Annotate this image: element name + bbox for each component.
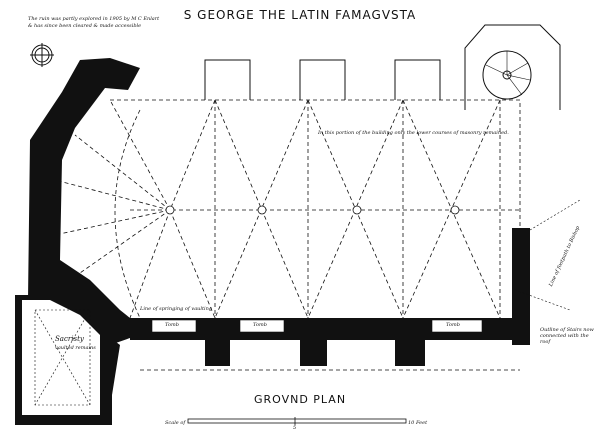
tomb-label: Tomb [165, 322, 179, 328]
note-line-2: & has since been cleared & made accessib… [28, 23, 142, 29]
masonry-note: In this portion of the building only the… [318, 130, 509, 136]
walls [15, 58, 530, 425]
drawing-title: S GEORGE THE LATIN FAMAGVSTA [183, 8, 417, 22]
springing-note: Line of springing of vaulting [140, 306, 213, 312]
compass-icon [30, 43, 54, 67]
scale-bar [187, 417, 407, 425]
tomb-label: Tomb [253, 322, 267, 328]
sacristy-sub-label: vaulted remains [55, 345, 96, 351]
scale-left-label: Scale of [165, 420, 186, 426]
north-buttresses [204, 59, 441, 100]
sacristy-label: Sacristy [55, 335, 84, 343]
stair-tower [464, 24, 561, 110]
tomb-label: Tomb [446, 322, 460, 328]
note-line-1: The ruin was partly explored in 1905 by … [28, 16, 160, 22]
ground-plan-heading: GROVND PLAN [253, 393, 347, 406]
scale-right-label: 10 Feet [408, 420, 428, 426]
scale-mid-label: 5 [293, 425, 297, 431]
stairs-note: Outline of Stairs now connected with the… [540, 327, 594, 345]
